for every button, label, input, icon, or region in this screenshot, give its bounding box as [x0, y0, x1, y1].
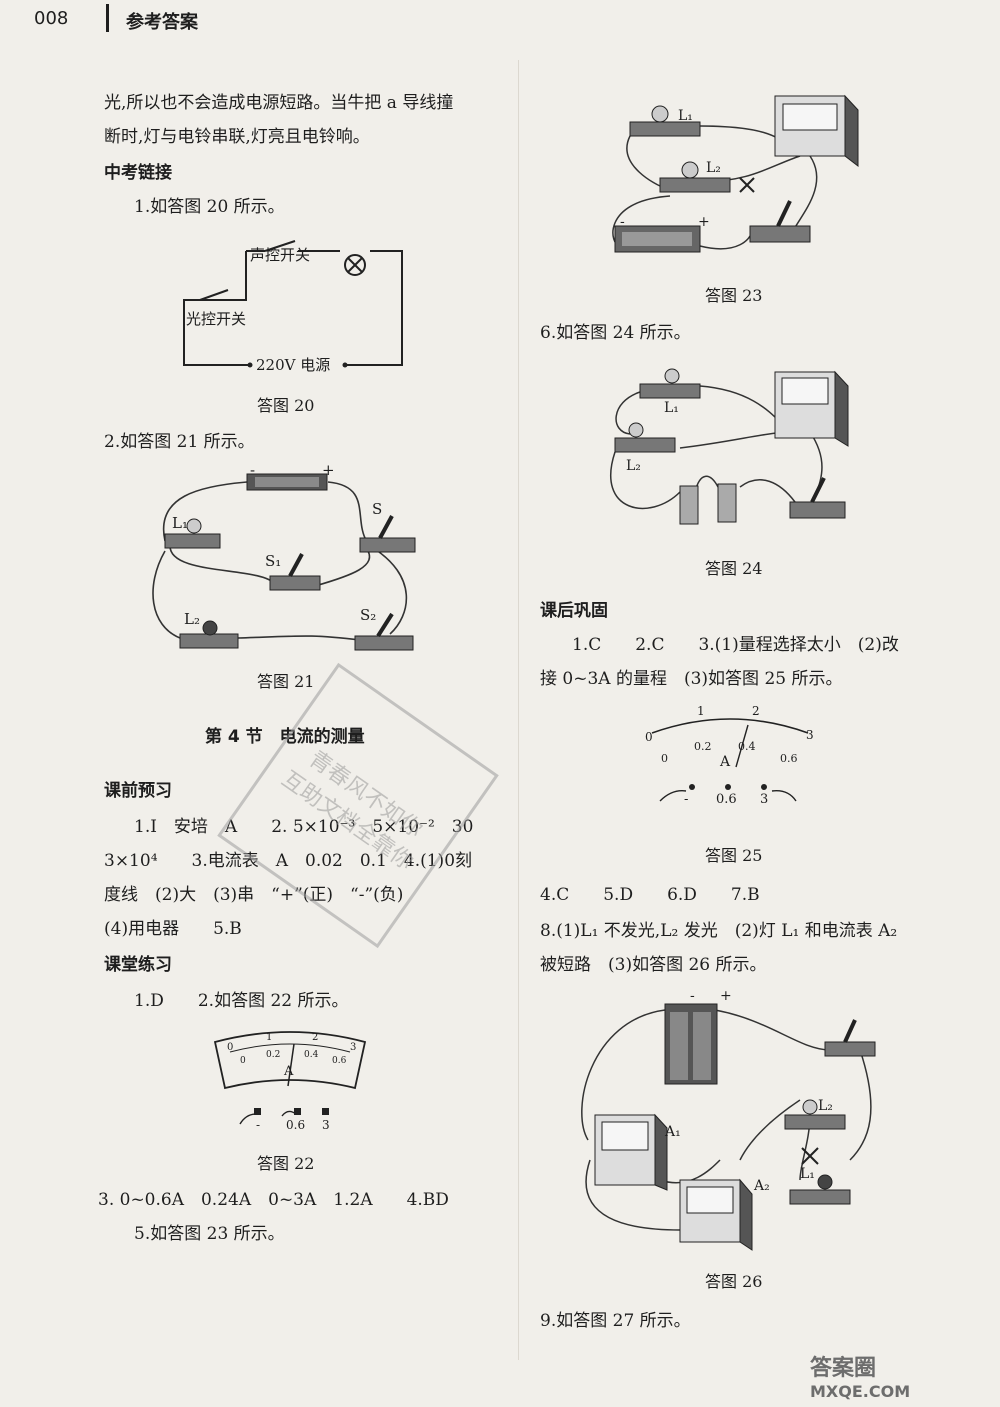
fig26-label-A1: A₁	[665, 1124, 681, 1140]
fig25-terminal-minus: -	[684, 792, 689, 807]
section-heading-preview: 课前预习	[104, 781, 172, 801]
fig25-terminal-3: 3	[760, 792, 769, 807]
answer-item: 9.如答图 27 所示。	[540, 1311, 691, 1331]
fig26-label-A2: A₂	[754, 1178, 770, 1194]
fig22-terminal-minus: -	[256, 1118, 261, 1132]
label-S: S	[372, 500, 383, 518]
preview-line: 3×10⁴ 3.电流表 A 0.02 0.1 4.(1)0刻	[104, 851, 473, 871]
para-line: 光,所以也不会造成电源短路。当牛把 a 导线撞	[104, 93, 454, 113]
label-S2: S₂	[360, 606, 377, 624]
section-heading-practice: 课堂练习	[104, 955, 172, 975]
watermark-text: 答案圈	[810, 1356, 877, 1381]
fig23-label-minus: -	[620, 214, 625, 230]
answer-item: 1.如答图 20 所示。	[134, 197, 285, 217]
fig22-scale-0: 0	[227, 1042, 234, 1053]
label-L1: L₁	[172, 514, 188, 532]
fig25-terminal-0.6: 0.6	[716, 792, 737, 807]
fig23-label-L2: L₂	[706, 160, 721, 176]
label-light-switch: 光控开关	[186, 310, 247, 328]
label-L2: L₂	[184, 610, 200, 628]
practice-line: 1.D 2.如答图 22 所示。	[134, 991, 349, 1011]
fig22-unit: A	[284, 1064, 294, 1079]
fig22-scale-b1: 0.2	[266, 1050, 281, 1060]
fig22-scale-b3: 0.6	[332, 1056, 347, 1066]
fig22-scale-b2: 0.4	[304, 1050, 319, 1060]
label-S1: S₁	[265, 552, 282, 570]
consolidate-line: 4.C 5.D 6.D 7.B	[540, 885, 760, 905]
fig22-scale-b0: 0	[240, 1056, 246, 1066]
fig26-label-minus: -	[690, 988, 695, 1004]
fig23-label-L1: L₁	[678, 108, 693, 124]
fig25-scale-2: 2	[752, 704, 760, 718]
label-power-source: 220V 电源	[256, 356, 331, 374]
stamp-seal: 青春风不如你 互助文档全靠你	[217, 662, 499, 949]
figure-20-caption: 答图 20	[257, 396, 315, 415]
fig26-label-L1: L₁	[800, 1166, 815, 1182]
page-number: 008	[34, 8, 69, 29]
figure-20-circuit	[183, 240, 403, 368]
figure-25-ammeter-scale	[651, 718, 809, 802]
figure-22-ammeter	[213, 1031, 367, 1125]
fig25-scale-b1: 0.2	[694, 740, 712, 753]
fig23-label-plus: +	[698, 214, 710, 230]
fig24-label-L2: L₂	[626, 458, 641, 474]
fig25-scale-0: 0	[645, 730, 653, 744]
fig25-scale-3: 3	[806, 728, 814, 742]
figure-24-caption: 答图 24	[705, 559, 763, 578]
watermark-url: MXQE.COM	[810, 1382, 911, 1401]
label-plus: +	[322, 461, 335, 479]
figure-23-circuit	[612, 94, 859, 253]
fig26-label-plus: +	[720, 988, 732, 1004]
consolidate-line: 8.(1)L₁ 不发光,L₂ 发光 (2)灯 L₁ 和电流表 A₂	[540, 921, 898, 941]
consolidate-line: 1.C 2.C 3.(1)量程选择太小 (2)改	[572, 635, 899, 655]
column-divider	[518, 60, 519, 1360]
fig24-label-L1: L₁	[664, 400, 679, 416]
preview-line: (4)用电器 5.B	[104, 919, 242, 939]
fig25-scale-1: 1	[697, 704, 705, 718]
consolidate-line: 接 0~3A 的量程 (3)如答图 25 所示。	[540, 669, 843, 689]
figure-23-caption: 答图 23	[705, 286, 763, 305]
answer-item: 2.如答图 21 所示。	[104, 432, 255, 452]
figure-24-circuit	[609, 368, 849, 525]
answer-item: 6.如答图 24 所示。	[540, 323, 691, 343]
fig22-terminal-3: 3	[322, 1118, 330, 1132]
fig26-label-L2: L₂	[818, 1098, 833, 1114]
para-line: 断时,灯与电铃串联,灯亮且电铃响。	[104, 127, 370, 147]
preview-line: 1.I 安培 A 2. 5×10⁻³ 5×10⁻² 30	[134, 817, 474, 837]
figure-26-circuit	[581, 1003, 876, 1251]
watermark-logo: 答案圈 MXQE.COM	[810, 1350, 910, 1401]
label-voice-switch: 声控开关	[250, 246, 311, 264]
fig25-unit: A	[720, 754, 731, 770]
fig22-terminal-0.6: 0.6	[286, 1118, 306, 1132]
fig22-scale-1: 1	[266, 1032, 273, 1043]
fig22-scale-2: 2	[312, 1032, 319, 1043]
fig25-scale-b2: 0.4	[738, 740, 756, 753]
consolidate-line: 被短路 (3)如答图 26 所示。	[540, 955, 767, 975]
header-divider	[106, 4, 109, 32]
section-heading-zhongkao: 中考链接	[104, 163, 172, 183]
fig25-scale-b3: 0.6	[780, 752, 798, 765]
figure-21-caption: 答图 21	[257, 672, 315, 691]
figure-25-caption: 答图 25	[705, 846, 763, 865]
practice-line: 3. 0~0.6A 0.24A 0~3A 1.2A 4.BD	[98, 1190, 449, 1210]
page-header-title: 参考答案	[126, 12, 198, 33]
label-minus: -	[250, 461, 256, 479]
fig22-scale-3: 3	[350, 1042, 357, 1053]
section-title: 第 4 节 电流的测量	[205, 727, 365, 747]
practice-line: 5.如答图 23 所示。	[134, 1224, 285, 1244]
fig25-scale-b0: 0	[661, 752, 668, 765]
section-heading-consolidate: 课后巩固	[540, 601, 608, 621]
figure-22-caption: 答图 22	[257, 1154, 315, 1173]
figure-21-circuit	[152, 473, 416, 651]
preview-line: 度线 (2)大 (3)串 “+”(正) “-”(负)	[104, 885, 404, 905]
figure-26-caption: 答图 26	[705, 1272, 763, 1291]
